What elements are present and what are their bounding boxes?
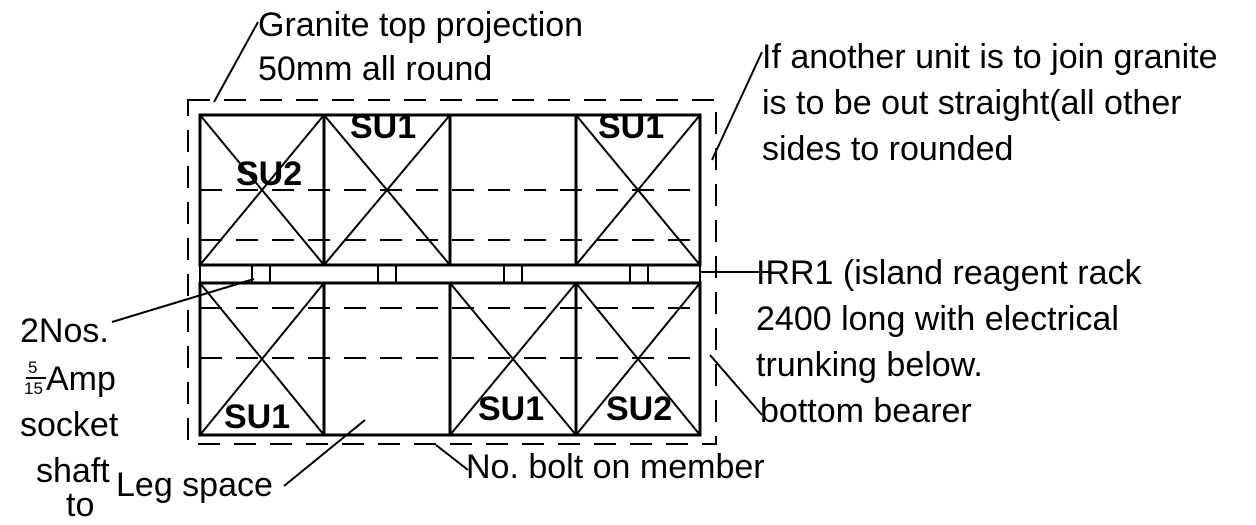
join-note-line3: sides to rounded bbox=[762, 130, 1013, 168]
unit-label-su2-bottom: SU2 bbox=[606, 390, 672, 428]
unit-label-su1-top-a: SU1 bbox=[350, 108, 416, 146]
socket-fraction-denominator: 15 bbox=[24, 379, 43, 398]
socket-note-line1: 2Nos. bbox=[20, 312, 109, 350]
unit-label-su1-top-b: SU1 bbox=[598, 108, 664, 146]
bottom-unit-3-cross-b bbox=[449, 282, 577, 436]
socket-fraction-numerator: 5 bbox=[28, 358, 37, 377]
leader-lines bbox=[111, 21, 770, 487]
leader-socket bbox=[111, 278, 255, 323]
granite-top-note-line1: Granite top projection bbox=[258, 6, 583, 44]
socket-note-line2: Amp bbox=[46, 360, 116, 398]
unit-label-su1-bottom-b: SU1 bbox=[478, 390, 544, 428]
bolt-member-label: No. bolt on member bbox=[466, 448, 765, 486]
leader-leg-space bbox=[283, 419, 366, 487]
bottom-cabinet-row bbox=[198, 281, 702, 437]
rack-note-line1: IRR1 (island reagent rack bbox=[756, 254, 1143, 292]
leader-bolt-member bbox=[435, 444, 469, 471]
socket-note-line4: shaft bbox=[36, 452, 110, 490]
leader-granite-top bbox=[213, 21, 259, 103]
unit-label-su1-bottom-a: SU1 bbox=[224, 398, 290, 436]
unit-label-su2-top: SU2 bbox=[236, 155, 302, 193]
bottom-bearer-label: bottom bearer bbox=[760, 392, 972, 430]
reagent-rack-strip bbox=[199, 264, 701, 284]
rack-note-line3: trunking below. bbox=[756, 346, 983, 384]
reagent-rack-outline bbox=[199, 264, 701, 284]
socket-note-line5: to bbox=[66, 486, 94, 524]
granite-top-note-line2: 50mm all round bbox=[258, 50, 492, 88]
leg-space-label: Leg space bbox=[116, 466, 273, 504]
socket-note-line3: socket bbox=[20, 406, 119, 444]
join-note-line1: If another unit is to join granite bbox=[762, 38, 1218, 76]
rack-note-line2: 2400 long with electrical bbox=[756, 300, 1119, 338]
leader-bottom-bearer bbox=[709, 354, 763, 416]
join-note-line2: is to be out straight(all other bbox=[762, 84, 1182, 122]
bottom-unit-1-cross-b bbox=[199, 282, 325, 436]
leader-join-note bbox=[711, 51, 763, 161]
